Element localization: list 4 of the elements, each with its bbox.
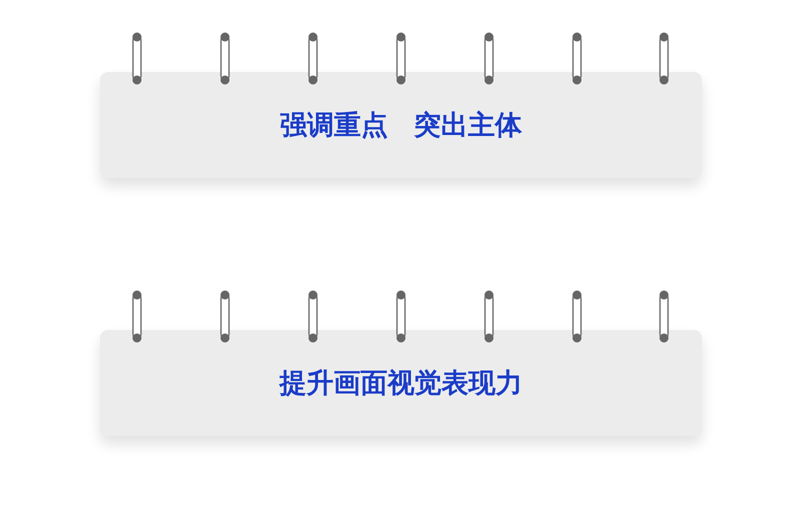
- card: [100, 330, 702, 436]
- card: [100, 72, 702, 178]
- card-title: 强调重点 突出主体: [280, 109, 522, 143]
- card-title: 提升画面视觉表现力: [280, 367, 522, 401]
